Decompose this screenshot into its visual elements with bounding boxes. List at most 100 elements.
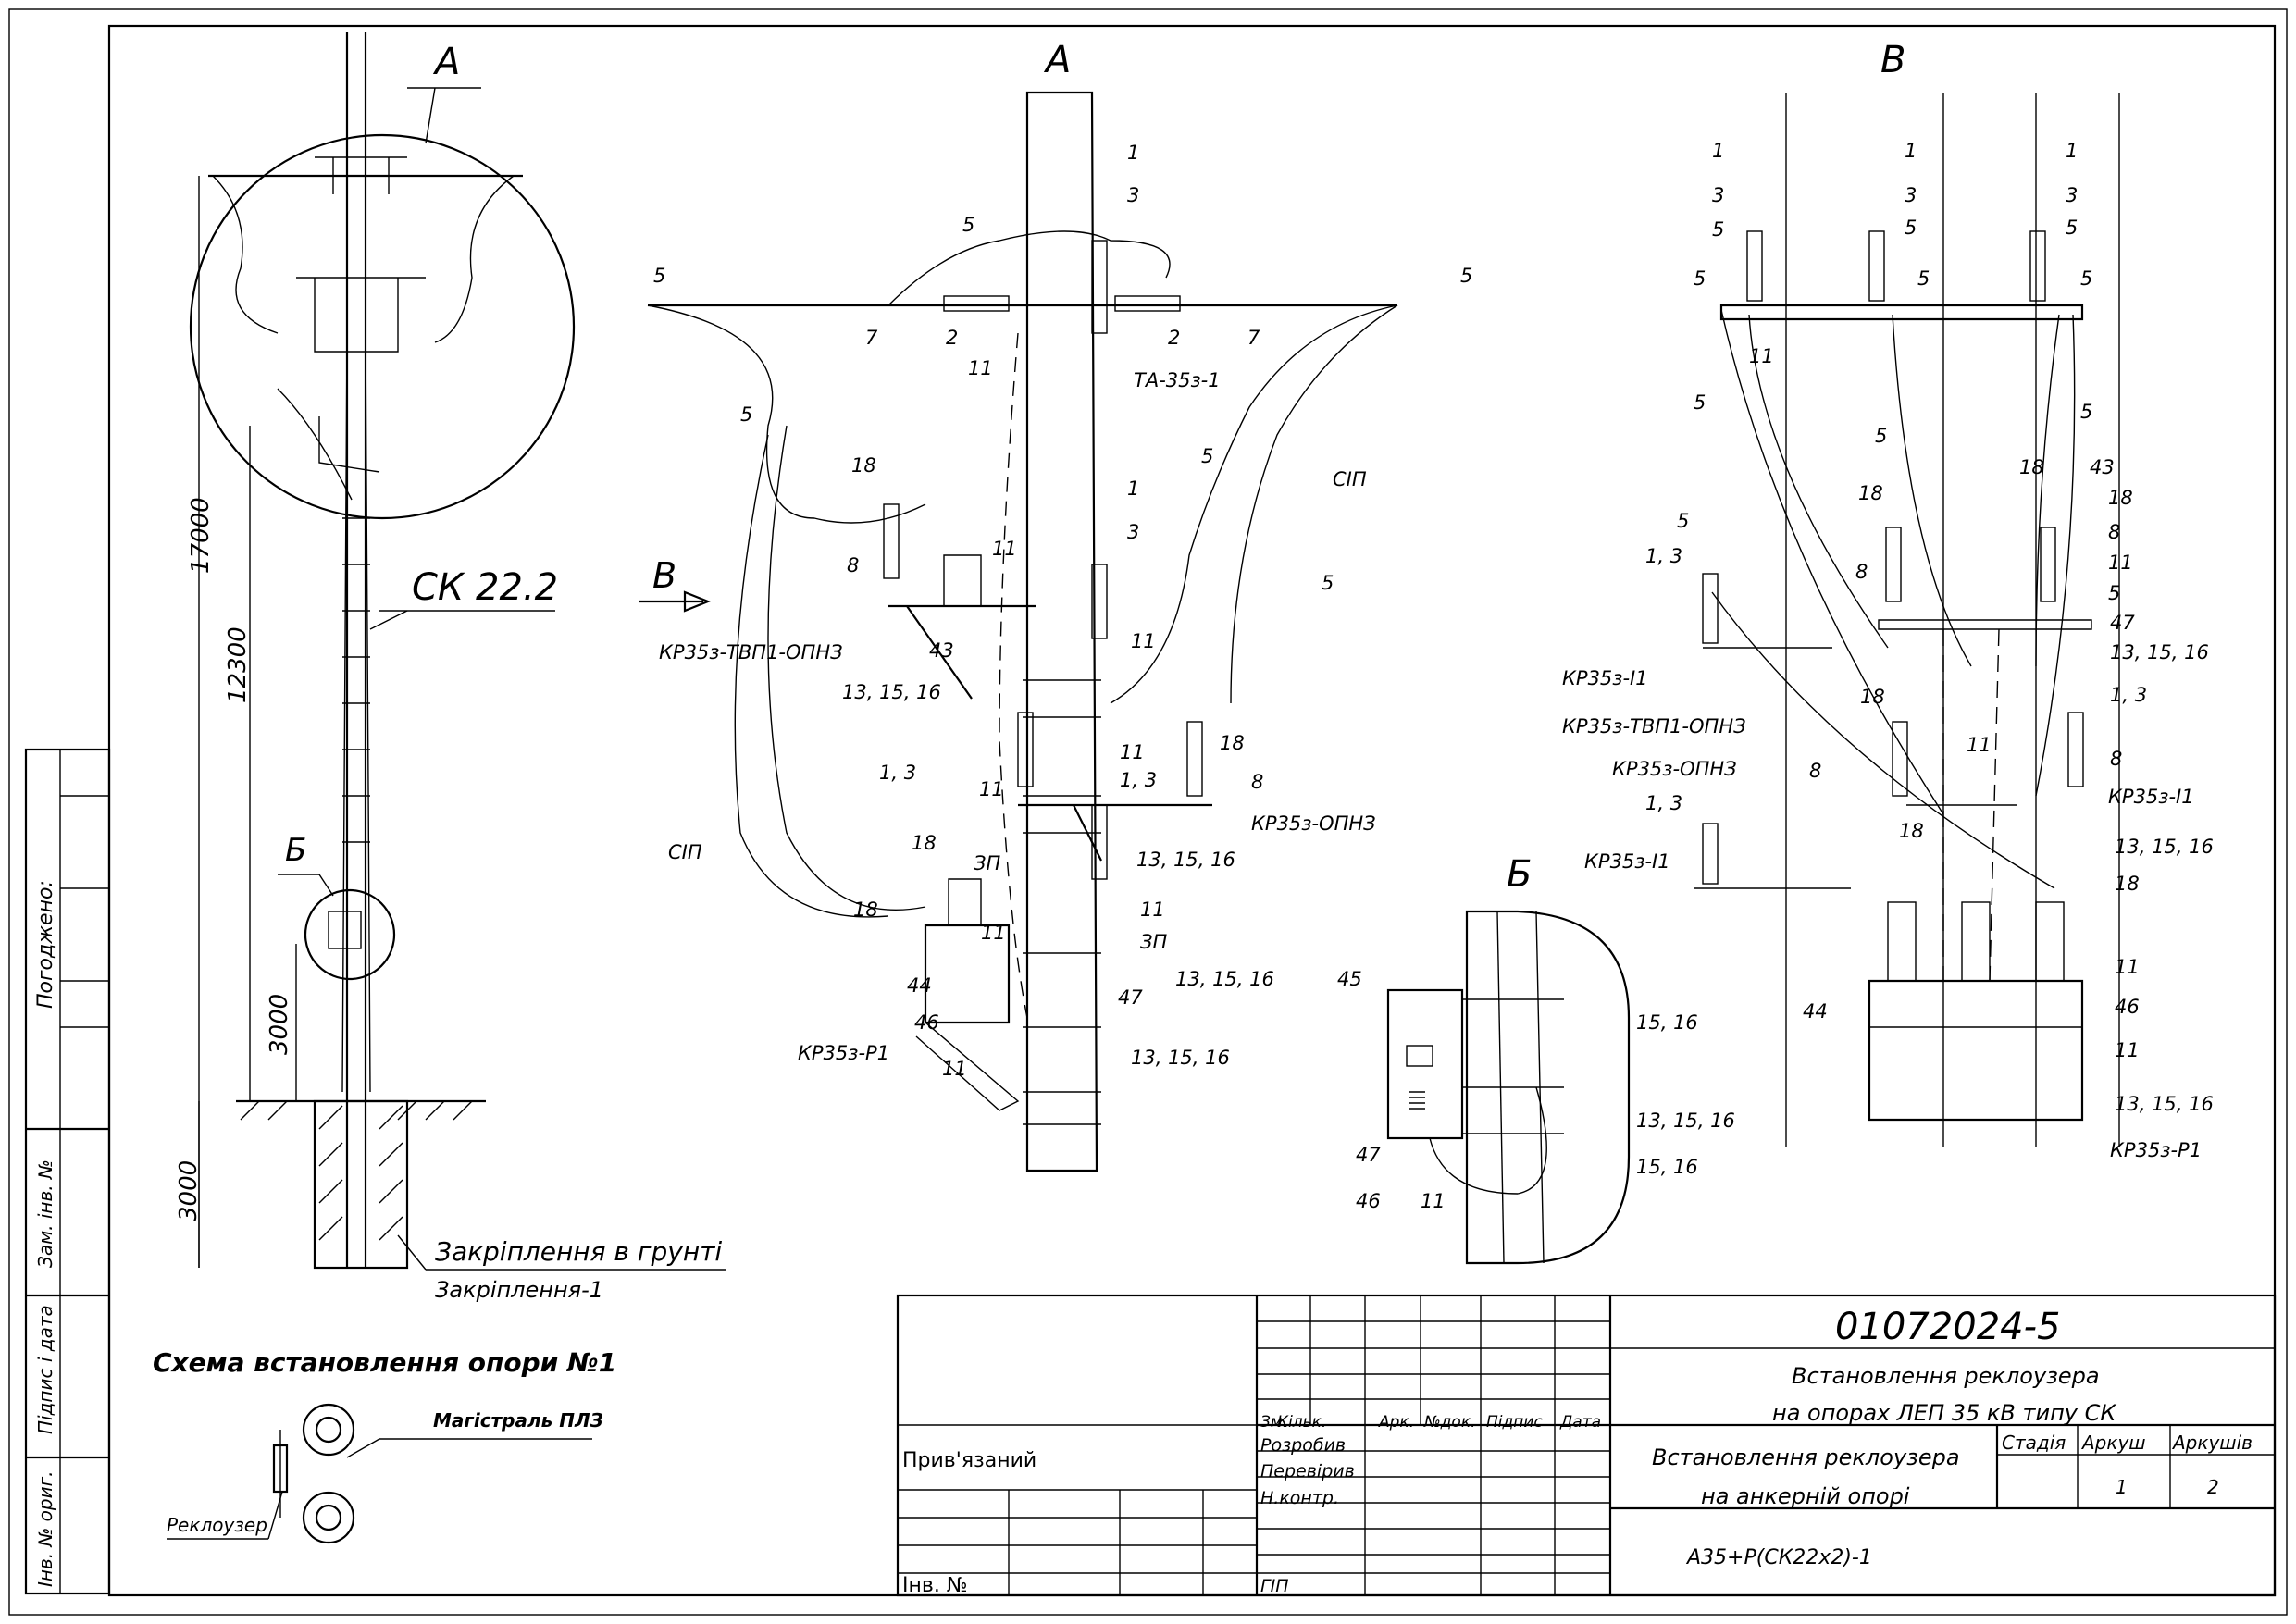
pole-elevation: А 17000 12300 3000 3000 СК 22.2 [175,32,726,1303]
b-n5h: 5 [1875,425,1887,447]
b-n18d: 18 [1860,686,1885,708]
sheet-number: 1 [2116,1476,2128,1498]
b-n5b: 5 [1905,217,1917,239]
a-n47: 47 [1118,986,1143,1009]
a-n18: 18 [851,454,876,477]
a-n13-a: 1, 3 [879,762,916,784]
pole-type-label: СК 22.2 [412,566,558,609]
b-n8b: 8 [2108,521,2120,543]
dim-3000-upper: 3000 [266,994,293,1055]
a-kr-tvp: КР35з-ТВП1-ОПНЗ [659,641,843,663]
sheets-total: 2 [2207,1476,2219,1498]
b-n3a: 3 [1712,184,1724,206]
view-a-label-center: А [1043,39,1071,81]
a-n11-b: 11 [992,538,1017,560]
drawing-mark: А35+Р(СК22х2)-1 [1685,1546,1872,1569]
b-n43: 43 [2090,456,2115,478]
b-kr-i1-a: КР35з-І1 [1562,667,1648,689]
a-n8-r: 8 [1251,771,1263,793]
b-n8d: 8 [2110,748,2122,770]
bd-n131516: 13, 15, 16 [1636,1110,1735,1132]
row-checked: Перевірив [1260,1461,1355,1481]
bd-n1516a: 15, 16 [1636,1011,1698,1034]
a-n18-r: 18 [1220,732,1245,754]
col-change: Зм. [1260,1413,1287,1432]
b-n47: 47 [2110,612,2135,634]
b-n5g: 5 [1694,391,1706,414]
b-n5j: 5 [1677,510,1689,532]
bd-n47: 47 [1356,1144,1381,1166]
dim-12300: 12300 [224,626,252,703]
row-developed: Розробив [1260,1435,1346,1456]
b-n131516c: 13, 15, 16 [2115,1093,2214,1115]
a-n5-mid: 5 [740,403,752,426]
a-n5-top: 5 [962,214,974,236]
col-sign: Підпис [1486,1413,1543,1432]
a-ta: ТА-35з-1 [1134,369,1221,391]
b-n8a: 8 [1855,561,1868,583]
a-n11-h: 11 [942,1058,967,1080]
b-n18e: 18 [1899,820,1924,842]
a-n131516-b: 13, 15, 16 [1136,849,1235,871]
col-sheet: Арк. [1378,1413,1414,1432]
a-zp1: ЗП [974,852,1000,874]
b-n11e: 11 [2115,1039,2140,1061]
view-b-callout-circle [304,888,396,981]
col-doc: №док. [1423,1413,1476,1432]
a-sip-left: СІП [668,841,702,863]
stamp-sign-date: Підпис і дата [34,1305,56,1434]
a-n11-f: 11 [1140,899,1165,921]
title-line2: на опорах ЛЕП 35 кВ типу СК [1772,1400,2116,1426]
b-n13a: 1, 3 [1645,545,1682,567]
b-n1c: 1 [2066,140,2078,162]
view-b-detail-label: Б [1507,853,1532,896]
b-kr-opn: КР35з-ОПНЗ [1612,758,1737,780]
b-n5a: 5 [1712,218,1724,241]
col-qty: Кільк. [1277,1413,1326,1432]
b-n18f: 18 [2115,873,2140,895]
b-n13c: 1, 3 [1645,792,1682,814]
a-n131516-c: 13, 15, 16 [1175,968,1274,990]
a-n8: 8 [847,554,859,576]
a-n5-sip: 5 [1201,445,1213,467]
bd-n46: 46 [1356,1190,1381,1212]
b-n18b: 18 [2019,456,2044,478]
sheet-title-1: Встановлення реклоузера [1652,1444,1960,1470]
b-n5c: 5 [2066,217,2078,239]
stamp-inv-zam: Зам. інв. № [34,1159,56,1268]
b-n11b: 11 [2108,552,2133,574]
stamp-inv-orig: Інв. № ориг. [34,1471,56,1587]
b-kr-i1-b: КР35з-І1 [2108,786,2194,808]
view-a-label-left: А [432,41,460,83]
b-kr-i1-c: КР35з-І1 [1584,850,1670,873]
dim-3000-lower: 3000 [175,1160,203,1221]
pole-a [1025,91,1098,1172]
b-kr-tvp: КР35з-ТВП1-ОПНЗ [1562,715,1746,738]
bound-label: Прив'язаний [902,1449,1036,1472]
b-n18c: 18 [2108,487,2133,509]
b-n11c: 11 [1967,734,1992,756]
stamp-agreed: Погоджено: [34,880,57,1009]
b-n131516a: 13, 15, 16 [2110,641,2209,663]
drawing-code: 01072024-5 [1835,1306,2060,1348]
a-n44: 44 [907,974,932,997]
b-n11a: 11 [1749,345,1774,367]
view-b: В 1 3 5 1 3 5 1 [1562,39,2214,1161]
b-n5k: 5 [2108,582,2120,604]
stage-header: Стадія [2002,1432,2066,1454]
bd-n45: 45 [1337,968,1362,990]
row-gip: ГІП [1260,1576,1288,1596]
a-n1-b: 1 [1127,477,1139,500]
a-zp2: ЗП [1140,931,1167,953]
view-a-callout-circle [189,133,576,520]
dim-17000: 17000 [187,497,215,574]
title-line1: Встановлення реклоузера [1792,1363,2100,1389]
b-n46: 46 [2115,996,2140,1018]
a-n5-sip2: 5 [1322,572,1334,594]
a-n11-e: 11 [979,778,1004,800]
scheme-recloser: Реклоузер [167,1514,267,1536]
a-n7-right: 7 [1247,327,1260,349]
b-n131516b: 13, 15, 16 [2115,836,2214,858]
a-n1: 1 [1127,142,1139,164]
